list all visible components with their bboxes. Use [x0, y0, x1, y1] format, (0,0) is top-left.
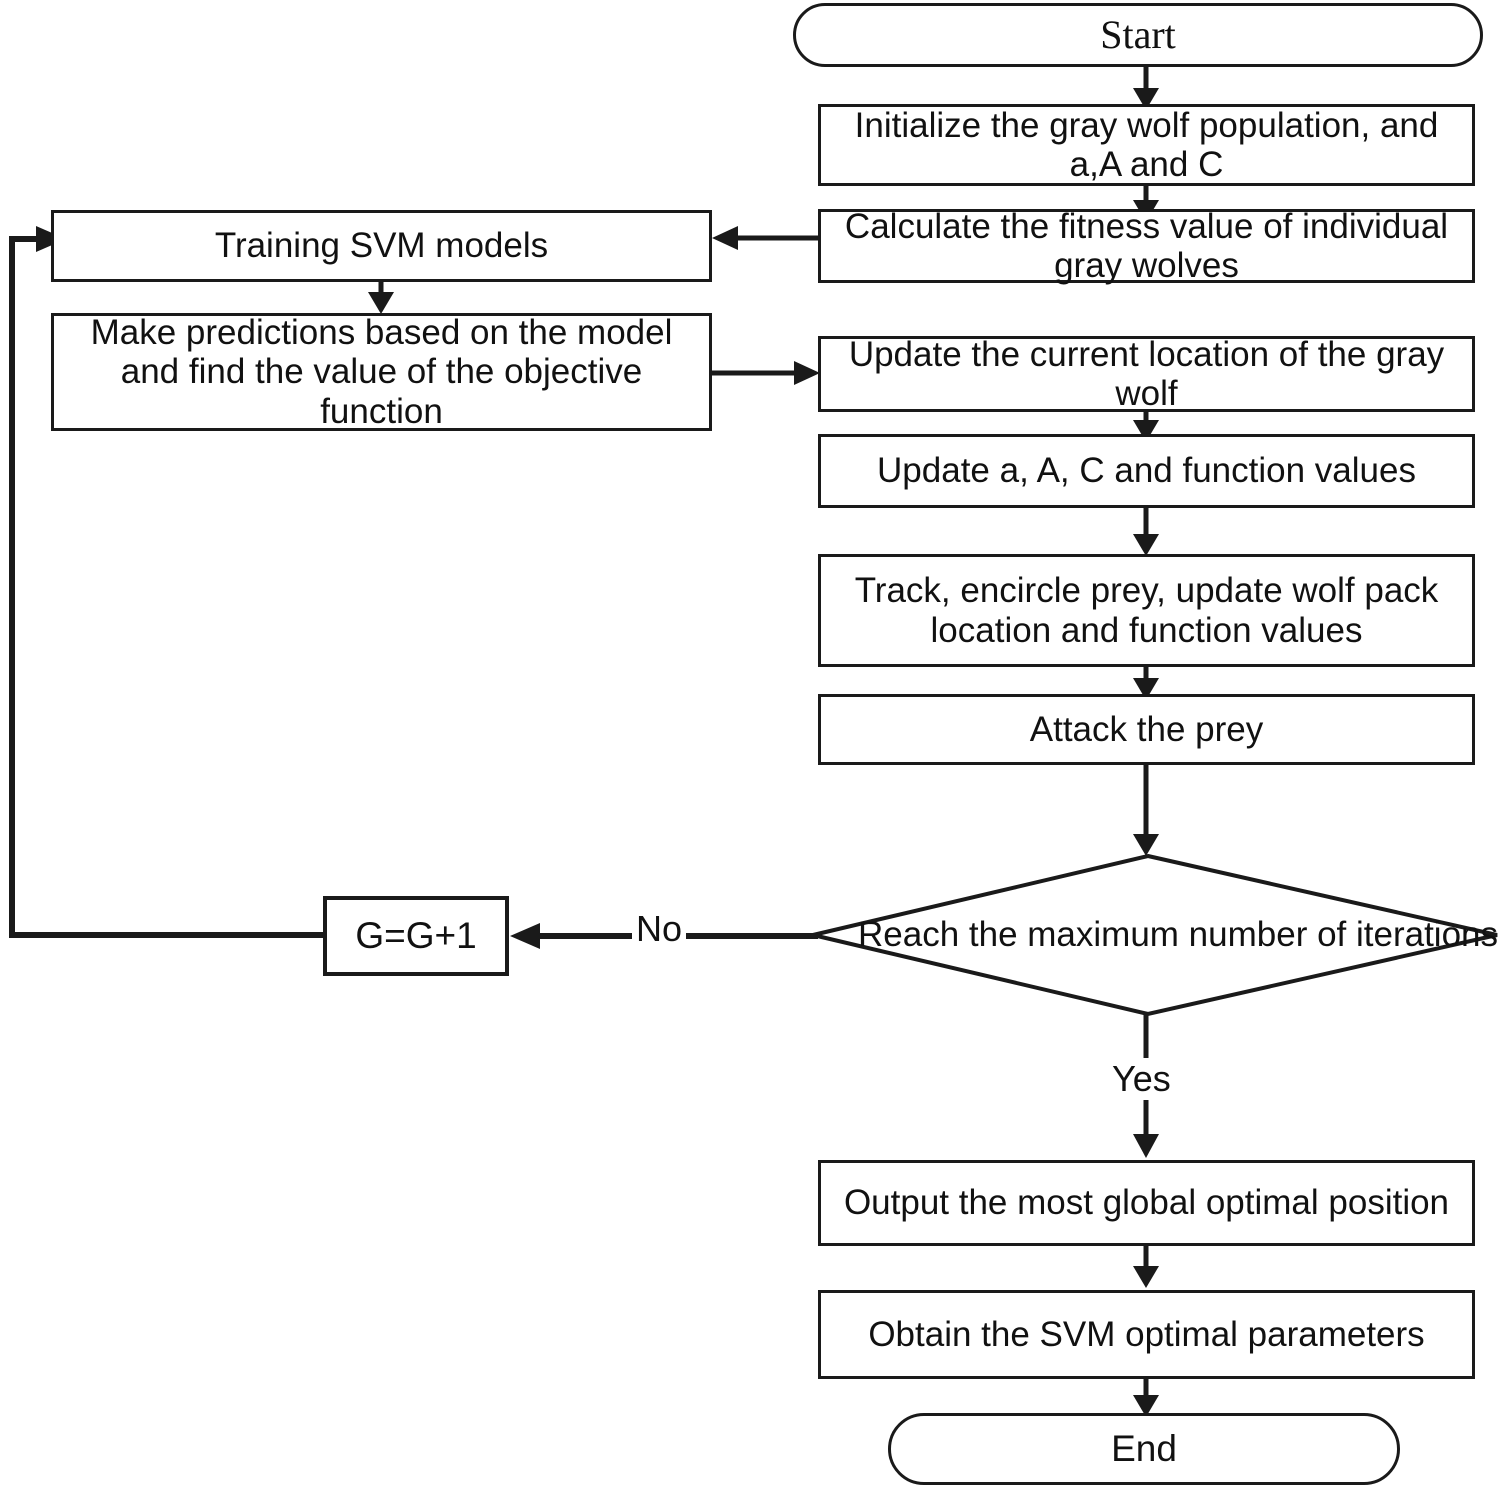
node-end[interactable]: End [888, 1413, 1400, 1485]
edge-calculate-to-training [706, 226, 822, 250]
edge-start-to-initialize [1120, 64, 1176, 114]
edge-track-to-attack [1120, 664, 1176, 704]
node-attack-the-prey[interactable]: Attack the prey [818, 694, 1475, 765]
edge-predictions-to-update-location [708, 361, 826, 385]
node-output-optimal-position[interactable]: Output the most global optimal position [818, 1160, 1475, 1246]
edge-label-no: No [632, 908, 687, 950]
node-initialize-population[interactable]: Initialize the gray wolf population, and… [818, 104, 1475, 186]
edge-obtain-to-end [1120, 1379, 1176, 1421]
edge-label-yes: Yes [1108, 1058, 1175, 1100]
node-obtain-svm-parameters[interactable]: Obtain the SVM optimal parameters [818, 1290, 1475, 1379]
edge-output-to-obtain [1120, 1246, 1176, 1292]
node-update-a-A-C[interactable]: Update a, A, C and function values [818, 434, 1475, 508]
edge-training-to-predictions [355, 280, 411, 318]
node-training-svm-models[interactable]: Training SVM models [51, 210, 712, 282]
edge-attack-to-decision [1120, 762, 1176, 860]
node-decision-max-iterations[interactable]: Reach the maximum number of iterations [808, 853, 1500, 1017]
node-calculate-fitness[interactable]: Calculate the fitness value of individua… [818, 207, 1475, 285]
edge-update-aac-to-track [1120, 506, 1176, 560]
node-start[interactable]: Start [793, 3, 1483, 67]
node-update-current-location[interactable]: Update the current location of the gray … [818, 335, 1475, 413]
node-track-encircle-prey[interactable]: Track, encircle prey, update wolf pack l… [818, 554, 1475, 667]
node-increment-generation[interactable]: G=G+1 [323, 896, 509, 976]
node-make-predictions[interactable]: Make predictions based on the model and … [51, 313, 712, 431]
edge-update-location-to-update-aac [1120, 410, 1176, 446]
